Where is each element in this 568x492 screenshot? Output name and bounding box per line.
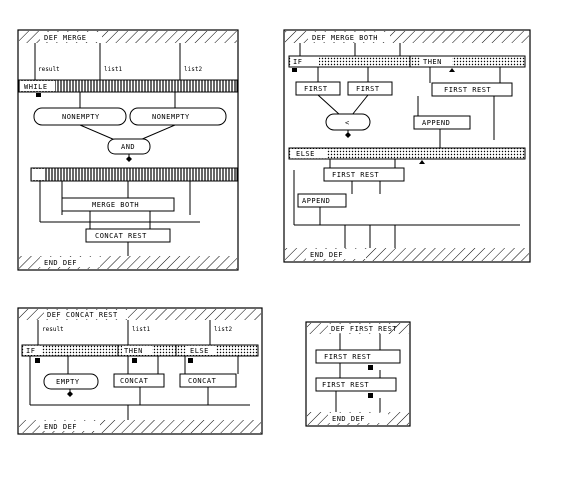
end-label: END DEF [310,251,343,259]
panel-def-merge: DEF MERGE END DEF result list1 list2 WHI… [17,29,239,271]
first-rest-label-2: FIRST REST [332,171,379,179]
port-marker [368,393,373,398]
param-result: result [38,66,60,73]
first-rest-label-1: FIRST REST [444,86,491,94]
append-label-1: APPEND [422,119,450,127]
first-box-2 [347,81,393,96]
first-rest-box-2 [315,377,397,392]
empty-label: EMPTY [56,378,80,386]
panel-title: DEF MERGE [44,34,86,42]
panel-def-concat-rest: DEF CONCAT REST END DEF result list1 lis… [17,307,263,435]
nonempty-node-2 [129,107,227,126]
panel-title: DEF MERGE BOTH [312,34,378,42]
concat-label-2: CONCAT [188,377,217,385]
panel-def-first-rest: DEF FIRST REST END DEF FIRST REST FIRST … [305,321,411,427]
merge-both-box [61,197,175,212]
merge-both-label: MERGE BOTH [92,201,139,209]
param-list2: list2 [214,326,232,333]
end-label: END DEF [332,415,365,423]
condition-diamond [126,156,132,162]
if-label: IF [26,347,35,355]
and-label: AND [121,143,135,151]
end-label: END DEF [44,259,77,267]
first-rest-box-1 [315,349,401,364]
panel-def-merge-both: DEF MERGE BOTH END DEF IF THEN FIRST FIR… [283,29,531,263]
first-rest-label-2: FIRST REST [322,381,369,389]
port-marker [36,93,41,97]
concat-label-1: CONCAT [120,377,149,385]
while-label: WHILE [24,83,48,91]
panel-frame [17,307,263,435]
else-band [288,147,526,160]
condition-diamond [67,391,73,397]
arrow-marker [449,68,455,72]
append-label-2: APPEND [302,197,330,205]
panel-title: DEF FIRST REST [331,325,397,333]
else-label: ELSE [296,150,315,158]
append-box-1 [413,115,471,130]
nonempty-label-1: NONEMPTY [62,113,100,121]
panel-frame [283,29,531,263]
param-result: result [42,326,64,333]
port-marker [188,358,193,363]
empty-node [43,373,99,390]
port-marker [35,358,40,363]
port-marker [132,358,137,363]
nonempty-label-2: NONEMPTY [152,113,190,121]
first-rest-box-1 [431,82,513,97]
panel-title: DEF CONCAT REST [47,311,118,319]
condition-diamond [345,132,351,138]
else-label: ELSE [190,347,209,355]
param-list1: list1 [132,326,150,333]
compare-label: < [345,119,350,127]
end-label: END DEF [44,423,77,431]
port-marker [292,68,297,72]
while-band [18,79,238,93]
concat-box-1 [113,373,165,388]
header-band [19,309,261,320]
else-band [175,344,259,357]
concat-rest-label: CONCAT REST [95,232,147,240]
first-rest-label-1: FIRST REST [324,353,371,361]
then-label: THEN [423,58,442,66]
then-label: THEN [124,347,143,355]
append-box-2 [297,193,347,208]
do-band [30,167,238,182]
first-label-1: FIRST [304,85,328,93]
param-list2: list2 [184,66,202,73]
panel-frame [305,321,411,427]
if-label: IF [293,58,302,66]
port-marker [368,365,373,370]
first-rest-box-2 [323,167,405,182]
first-label-2: FIRST [356,85,380,93]
then-band [409,55,526,68]
arrow-marker [419,160,425,164]
param-list1: list1 [104,66,122,73]
